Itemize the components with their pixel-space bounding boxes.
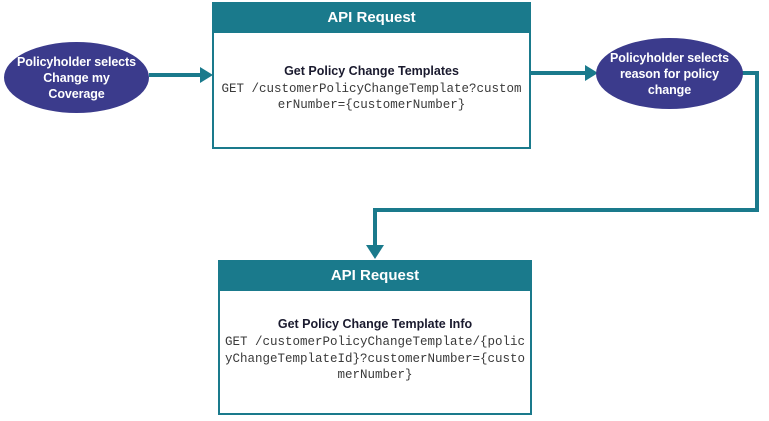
api-operation-title: Get Policy Change Templates <box>284 63 459 78</box>
api-request-body: Get Policy Change Templates GET /custome… <box>214 33 529 147</box>
node-api-request-get-policy-change-templates[interactable]: API Request Get Policy Change Templates … <box>212 2 531 149</box>
edge-api-templates-to-reason <box>531 65 598 81</box>
node-api-request-get-policy-change-template-info[interactable]: API Request Get Policy Change Template I… <box>218 260 532 415</box>
edge-start-to-api-templates <box>149 67 213 83</box>
api-endpoint-path: GET /customerPolicyChangeTemplate?custom… <box>221 81 522 113</box>
node-policyholder-selects-reason-for-policy-change[interactable]: Policyholder selects reason for policy c… <box>596 38 743 109</box>
api-request-header: API Request <box>220 262 530 291</box>
api-request-header: API Request <box>214 4 529 33</box>
edge-reason-to-api-template-info <box>366 71 759 259</box>
api-endpoint-path: GET /customerPolicyChangeTemplate/{polic… <box>224 335 526 383</box>
api-operation-title: Get Policy Change Template Info <box>277 317 473 332</box>
api-request-body: Get Policy Change Template Info GET /cus… <box>220 291 530 413</box>
node-label: Policyholder selects reason for policy c… <box>610 50 729 97</box>
node-label: Policyholder selects Change my Coverage <box>17 54 136 101</box>
node-policyholder-selects-change-my-coverage[interactable]: Policyholder selects Change my Coverage <box>4 42 149 113</box>
